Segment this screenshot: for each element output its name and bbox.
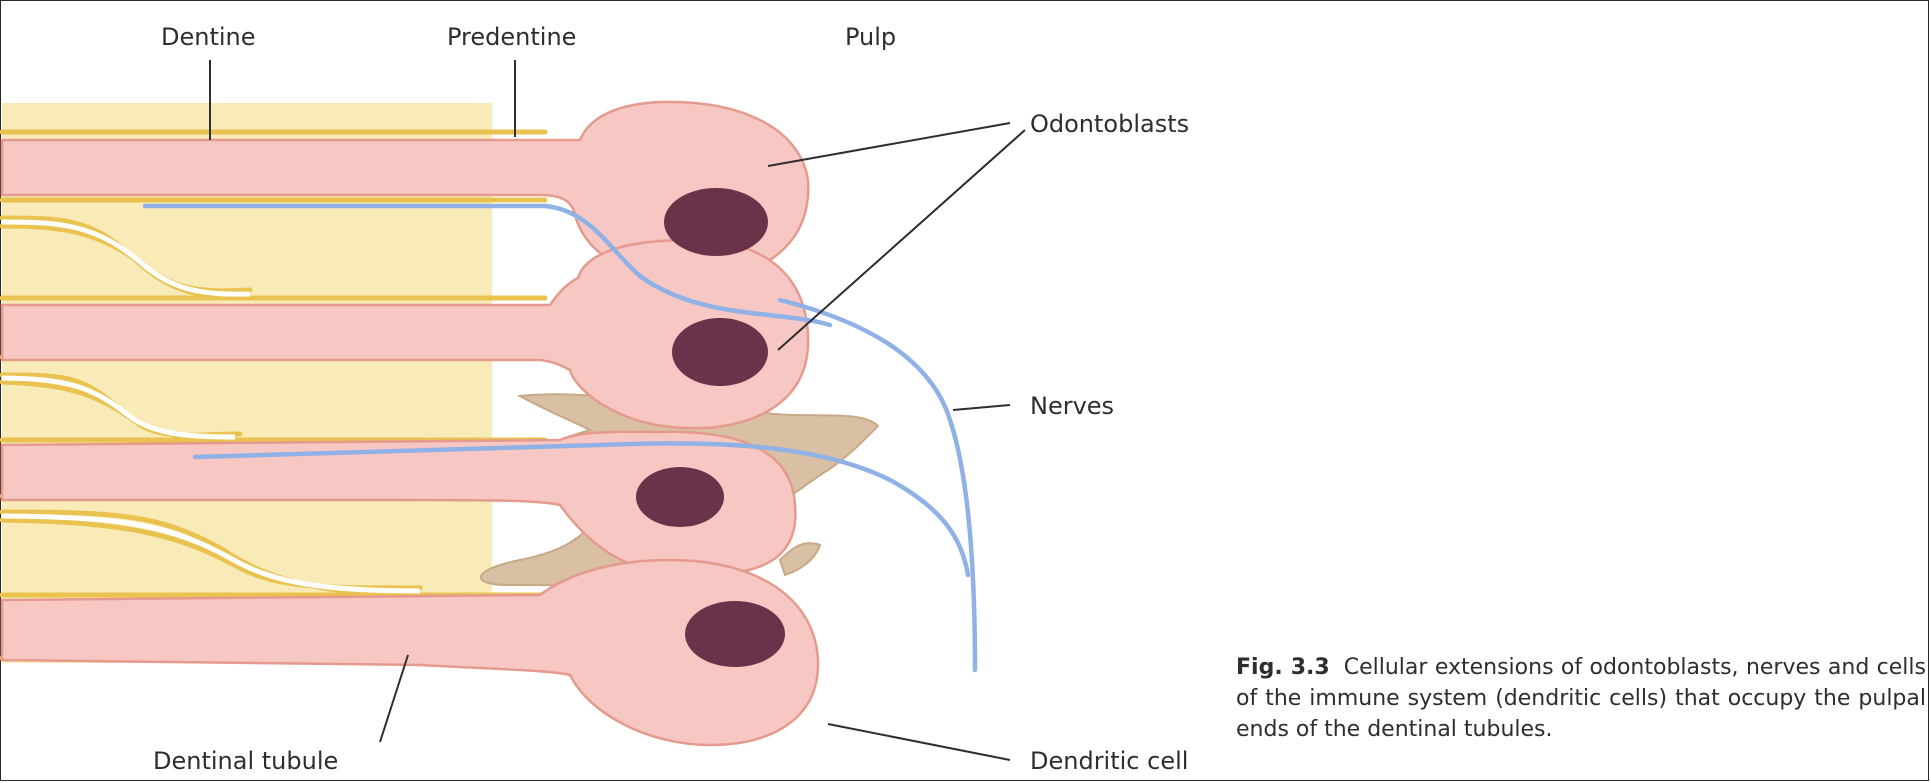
- leader-dentinal-tubule: [380, 655, 408, 742]
- leader-odontoblasts-2: [778, 130, 1025, 350]
- caption-text: Cellular extensions of odontoblasts, ner…: [1236, 655, 1926, 742]
- nerve-fiber: [780, 300, 975, 670]
- nucleus: [685, 601, 785, 667]
- leader-nerves: [953, 405, 1010, 410]
- nucleus: [672, 318, 768, 386]
- label-dendritic-cell: Dendritic cell: [1030, 747, 1188, 775]
- label-nerves: Nerves: [1030, 392, 1114, 420]
- nucleus: [664, 188, 768, 256]
- label-dentinal-tubule: Dentinal tubule: [153, 747, 338, 775]
- label-predentine: Predentine: [447, 23, 576, 51]
- label-dentine: Dentine: [161, 23, 256, 51]
- label-pulp: Pulp: [845, 23, 896, 51]
- nucleus: [636, 467, 724, 527]
- label-odontoblasts: Odontoblasts: [1030, 110, 1189, 138]
- figure-number: Fig. 3.3: [1236, 655, 1330, 680]
- leader-dendritic-cell: [828, 724, 1010, 760]
- leader-odontoblasts: [768, 123, 1010, 166]
